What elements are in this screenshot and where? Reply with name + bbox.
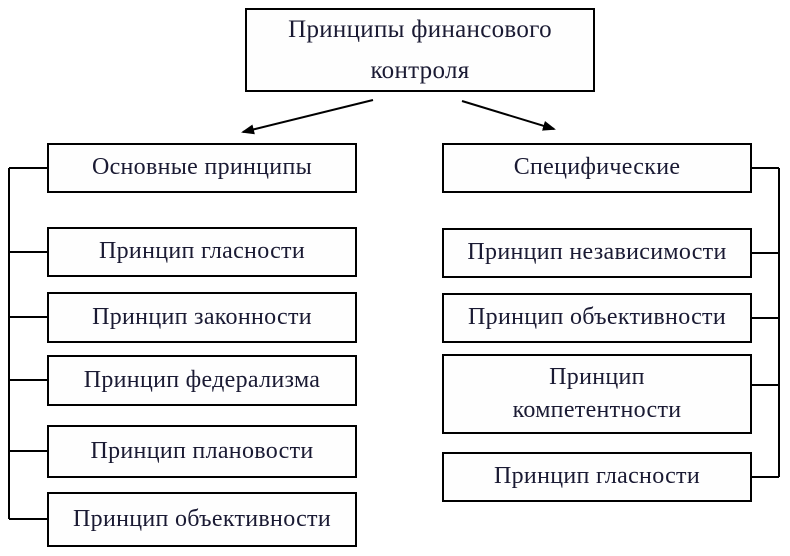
right-item-label-1: Принцип независимости bbox=[467, 239, 727, 266]
right-group-header-label: Специфические bbox=[513, 154, 681, 181]
arrow-to-right-group bbox=[461, 100, 556, 131]
left-item-box-2: Принцип законности bbox=[47, 292, 357, 343]
left-item-box-3: Принцип федерализма bbox=[47, 355, 357, 406]
left-item-label-2: Принцип законности bbox=[92, 303, 312, 330]
right-item-box-2: Принцип объективности bbox=[442, 293, 752, 343]
left-group-header-label: Основные принципы bbox=[91, 154, 313, 181]
left-item-box-5: Принцип объективности bbox=[47, 492, 357, 547]
left-item-box-1: Принцип гласности bbox=[47, 227, 357, 277]
arrow-to-left-group bbox=[241, 99, 374, 135]
right-item-label-3: Принцип компетентности bbox=[512, 363, 682, 423]
left-item-label-3: Принцип федерализма bbox=[83, 366, 321, 393]
left-item-label-5: Принцип объективности bbox=[73, 505, 331, 532]
left-item-label-4: Принцип плановости bbox=[90, 437, 314, 464]
root-label: Принципы финансового контроля bbox=[288, 15, 552, 84]
left-group-header-box: Основные принципы bbox=[47, 143, 357, 193]
left-group-bracket bbox=[8, 167, 49, 520]
right-item-label-4: Принцип гласности bbox=[494, 463, 700, 490]
right-item-box-1: Принцип независимости bbox=[442, 228, 752, 278]
right-group-bracket bbox=[750, 167, 780, 478]
right-item-box-3: Принцип компетентности bbox=[442, 354, 752, 434]
left-item-box-4: Принцип плановости bbox=[47, 425, 357, 478]
right-group-header-box: Специфические bbox=[442, 143, 752, 193]
root-box: Принципы финансового контроля bbox=[245, 8, 595, 92]
right-item-label-2: Принцип объективности bbox=[468, 304, 726, 331]
right-item-box-4: Принцип гласности bbox=[442, 452, 752, 502]
left-item-label-1: Принцип гласности bbox=[99, 238, 305, 265]
